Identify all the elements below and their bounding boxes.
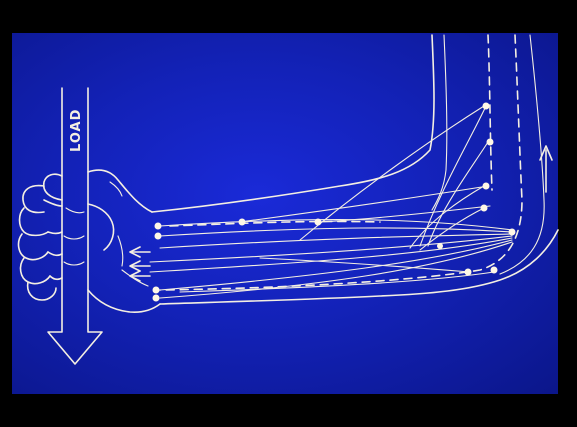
muscle-lines xyxy=(130,106,512,298)
hand-outline xyxy=(19,170,160,312)
load-arrow: LOAD xyxy=(48,88,102,364)
load-label: LOAD xyxy=(69,109,84,152)
